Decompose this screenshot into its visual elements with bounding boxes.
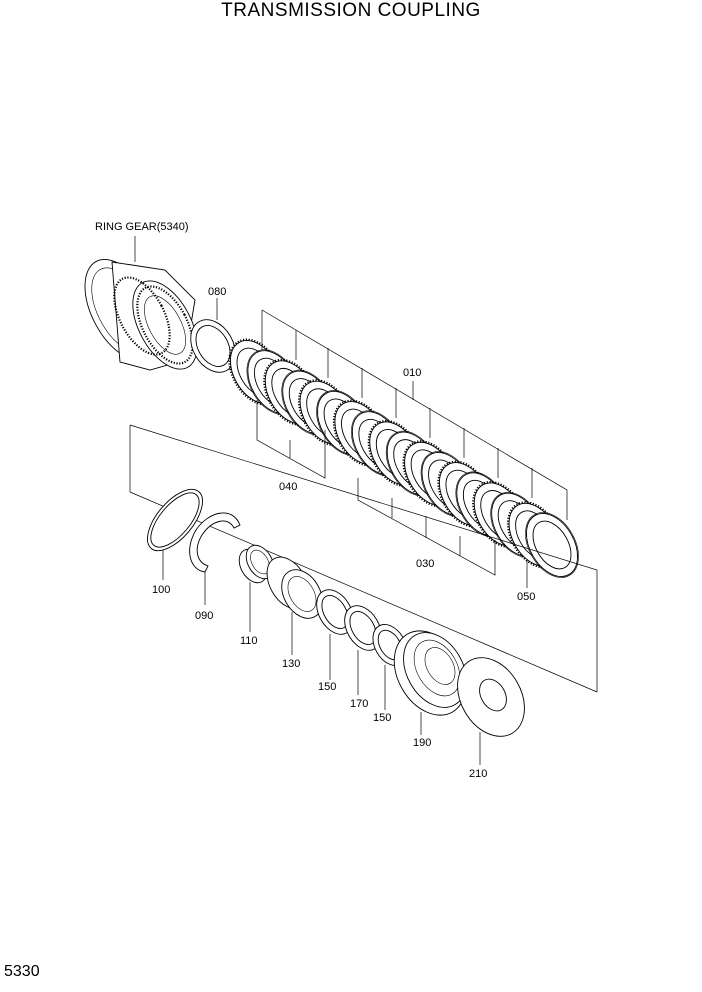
diagram-title: TRANSMISSION COUPLING xyxy=(221,0,481,21)
label-130: 130 xyxy=(282,658,300,670)
label-150-b: 150 xyxy=(373,712,391,724)
label-090: 090 xyxy=(195,610,213,622)
page-number: 5330 xyxy=(4,963,40,980)
label-190: 190 xyxy=(413,737,431,749)
ring-gear xyxy=(84,258,198,371)
label-100: 100 xyxy=(152,584,170,596)
group-040-bracket xyxy=(256,400,326,479)
label-210: 210 xyxy=(469,768,487,780)
label-080: 080 xyxy=(208,286,226,298)
part-090-snap-ring xyxy=(189,512,241,573)
label-150-a: 150 xyxy=(318,681,336,693)
group-030-bracket xyxy=(357,478,496,576)
part-100-snap-ring xyxy=(147,488,203,552)
part-labels: RING GEAR(5340) 080 010 040 030 050 100 … xyxy=(95,221,535,780)
part-190-piston xyxy=(393,630,467,716)
leader-lines xyxy=(134,236,528,765)
part-130-piston-hub xyxy=(266,556,323,619)
part-150-washer-a xyxy=(316,589,354,635)
label-010: 010 xyxy=(403,367,421,379)
clutch-plate-stack xyxy=(228,338,579,578)
part-210-disc xyxy=(457,657,525,737)
clutch-plate xyxy=(525,512,579,578)
label-170: 170 xyxy=(350,698,368,710)
part-080-ring xyxy=(190,319,236,373)
label-ring-gear: RING GEAR(5340) xyxy=(95,221,189,233)
part-110-bushing xyxy=(238,544,275,584)
label-030: 030 xyxy=(416,558,434,570)
group-010-bracket xyxy=(261,309,568,520)
label-110: 110 xyxy=(240,635,258,647)
label-040: 040 xyxy=(279,481,297,493)
label-050: 050 xyxy=(517,591,535,603)
